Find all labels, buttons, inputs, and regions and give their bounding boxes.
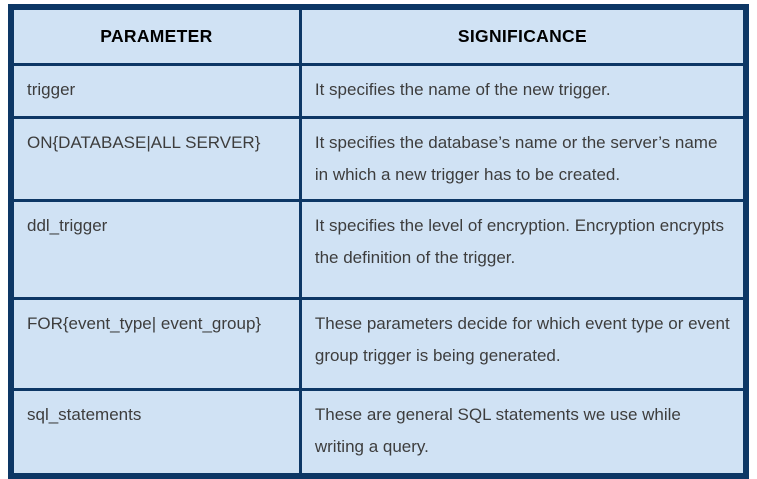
significance-cell: It specifies the database’s name or the … bbox=[298, 115, 748, 202]
significance-cell: These parameters decide for which event … bbox=[298, 296, 748, 391]
table-row: trigger It specifies the name of the new… bbox=[9, 62, 748, 119]
table-row: ddl_trigger It specifies the level of en… bbox=[9, 198, 748, 300]
column-header-parameter: PARAMETER bbox=[9, 5, 302, 66]
parameter-cell: ddl_trigger bbox=[9, 198, 302, 300]
table-row: FOR{event_type| event_group} These param… bbox=[9, 296, 748, 391]
significance-cell: These are general SQL statements we use … bbox=[298, 387, 748, 478]
column-header-significance: SIGNIFICANCE bbox=[298, 5, 748, 66]
significance-cell: It specifies the level of encryption. En… bbox=[298, 198, 748, 300]
table-row: ON{DATABASE|ALL SERVER} It specifies the… bbox=[9, 115, 748, 202]
table-header-row: PARAMETER SIGNIFICANCE bbox=[9, 5, 748, 66]
parameter-cell: trigger bbox=[9, 62, 302, 119]
parameter-cell: sql_statements bbox=[9, 387, 302, 478]
parameter-cell: ON{DATABASE|ALL SERVER} bbox=[9, 115, 302, 202]
parameter-cell: FOR{event_type| event_group} bbox=[9, 296, 302, 391]
significance-cell: It specifies the name of the new trigger… bbox=[298, 62, 748, 119]
table-row: sql_statements These are general SQL sta… bbox=[9, 387, 748, 478]
parameters-table: PARAMETER SIGNIFICANCE trigger It specif… bbox=[8, 4, 749, 479]
